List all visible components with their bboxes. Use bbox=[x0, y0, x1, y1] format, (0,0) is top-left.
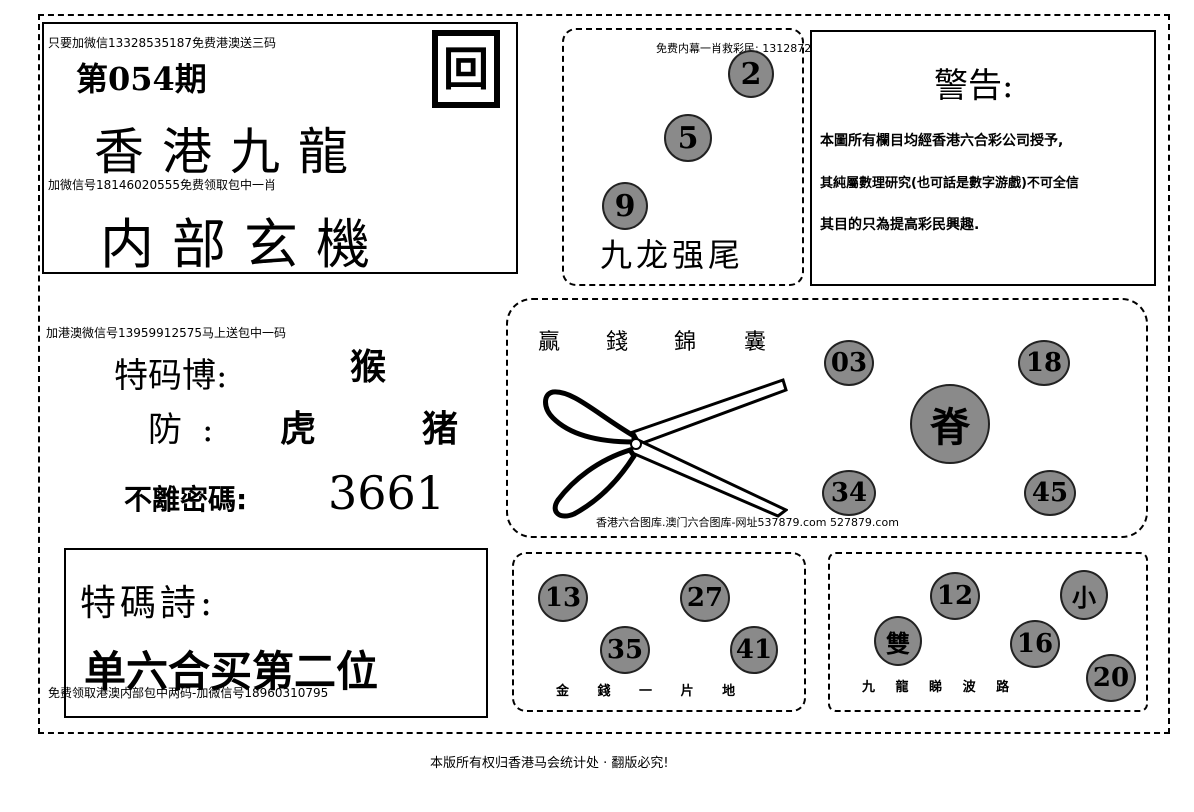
special-wechat: 加港澳微信号13959912575马上送包中一码 bbox=[46, 326, 286, 340]
gold-box: 13 27 35 41 金 錢 一 片 地 bbox=[512, 552, 806, 712]
poem-note: 免费领取港澳内部包中两码-加微信号18960310795 bbox=[48, 686, 329, 700]
scissors-center-ball: 脊 bbox=[910, 384, 990, 464]
scissors-box: 贏 錢 錦 囊 03 18 脊 34 45 香港六合图库.澳门六合图库-网址53… bbox=[506, 298, 1148, 538]
special-box: 加港澳微信号13959912575马上送包中一码 特码博: 猴 防: 虎 猪 不… bbox=[42, 296, 482, 536]
tail-label: 九龙强尾 bbox=[600, 236, 745, 274]
warning-line: 本圖所有欄目均經香港六合彩公司授予, bbox=[820, 133, 1064, 149]
scissors-char: 囊 bbox=[744, 330, 767, 355]
site-text: 香港六合图库.澳门六合图库-网址537879.com 527879.com bbox=[596, 516, 899, 529]
warning-line: 其目的只為提高彩民興趣. bbox=[820, 217, 980, 233]
kowloon-ball: 小 bbox=[1060, 570, 1108, 620]
poem-box: 特碼詩: 单六合买第二位 免费领取港澳内部包中两码-加微信号1896031079… bbox=[48, 548, 488, 718]
poem-label: 特碼詩: bbox=[80, 583, 217, 624]
scissors-ball: 03 bbox=[824, 340, 874, 386]
fang-value: 猪 bbox=[422, 408, 459, 450]
fang-value: 虎 bbox=[280, 408, 317, 450]
kowloon-caption: 九 龍 睇 波 路 bbox=[862, 680, 1018, 695]
kowloon-ball: 12 bbox=[930, 572, 980, 620]
tema-label: 特码博: bbox=[114, 356, 228, 396]
mima-value: 3661 bbox=[328, 466, 446, 520]
logo-icon: 回 bbox=[432, 30, 500, 108]
issue-number: 第054期 bbox=[76, 60, 207, 98]
gold-caption: 金 錢 一 片 地 bbox=[556, 684, 748, 699]
fang-label: 防: bbox=[148, 410, 234, 450]
gold-ball: 27 bbox=[680, 574, 730, 622]
tail-box: 免费内幕一肖救彩民: 13128723503蔡小姐 2 5 9 九龙强尾 bbox=[562, 28, 872, 286]
warning-line: 其純屬數理研究(也可話是數字游戲)不可全信 bbox=[820, 176, 1079, 191]
warning-title: 警告: bbox=[934, 66, 1014, 106]
kowloon-ball: 16 bbox=[1010, 620, 1060, 668]
gold-ball: 13 bbox=[538, 574, 588, 622]
scissors-ball: 45 bbox=[1024, 470, 1076, 516]
scissors-ball: 18 bbox=[1018, 340, 1070, 386]
logo-glyph: 回 bbox=[443, 42, 489, 96]
title-hong-kong-kowloon: 香港九龍 bbox=[94, 123, 366, 181]
tail-ball: 5 bbox=[664, 114, 712, 162]
wechat-mid-text: 加微信号18146020555免费领取包中一肖 bbox=[48, 178, 276, 192]
gold-ball: 41 bbox=[730, 626, 778, 674]
mima-label: 不離密碼: bbox=[124, 483, 248, 516]
scissors-char: 錦 bbox=[674, 330, 697, 355]
scissors-icon bbox=[543, 378, 788, 519]
kowloon-ball: 雙 bbox=[874, 616, 922, 666]
kowloon-ball: 20 bbox=[1086, 654, 1136, 702]
footer-text: 本版所有权归香港马会统计处 · 翻版必究! bbox=[430, 756, 669, 771]
poem-text: 单六合买第二位 bbox=[84, 647, 379, 696]
scissors-ball: 34 bbox=[822, 470, 876, 516]
warning-box: 警告: 本圖所有欄目均經香港六合彩公司授予, 其純屬數理研究(也可話是數字游戲)… bbox=[810, 30, 1156, 286]
title-inner-secret: 内部玄機 bbox=[100, 213, 388, 276]
tail-ball: 9 bbox=[602, 182, 648, 230]
tail-ball: 2 bbox=[728, 50, 774, 98]
header-box: 只要加微信13328535187免费港澳送三码 第054期 香港九龍 加微信号1… bbox=[42, 22, 518, 276]
scissors-char: 錢 bbox=[606, 330, 629, 355]
tema-value: 猴 bbox=[350, 346, 387, 388]
scissors-char: 贏 bbox=[538, 330, 561, 355]
wechat-top-text: 只要加微信13328535187免费港澳送三码 bbox=[48, 36, 276, 50]
outer-frame bbox=[38, 14, 1170, 734]
gold-ball: 35 bbox=[600, 626, 650, 674]
kowloon-box: 12 小 雙 16 20 九 龍 睇 波 路 bbox=[828, 552, 1148, 712]
